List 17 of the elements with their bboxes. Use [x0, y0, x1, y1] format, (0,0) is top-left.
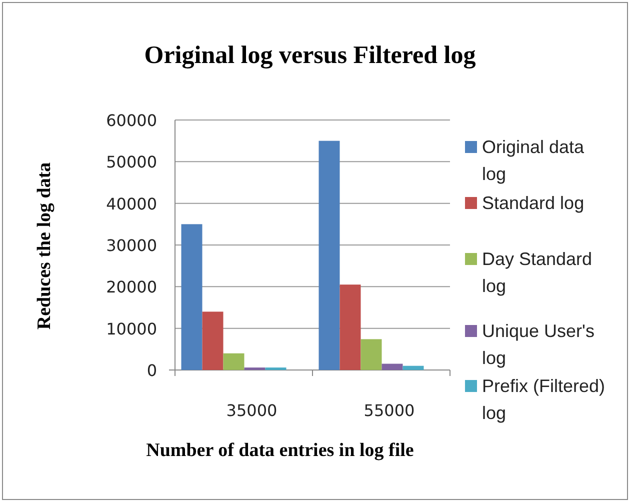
axis-tick-label: 10000	[106, 319, 157, 338]
axis-tick-label: 55000	[364, 401, 415, 420]
axis-tick-label: 50000	[106, 152, 157, 172]
axis-tick-label: 60000	[106, 111, 157, 130]
axis-tick-label: 35000	[226, 401, 278, 420]
legend-label: Day Standard log	[482, 248, 594, 298]
legend-label: Standard log	[482, 192, 586, 215]
legend-label: Original data log	[482, 136, 586, 186]
legend-label: Prefix (Filtered) log	[482, 375, 606, 425]
axis-tick-label: 20000	[106, 278, 157, 297]
axis-tick-label: 0	[146, 361, 157, 380]
chart-title: Original log versus Filtered log	[143, 42, 477, 70]
legend-label: Unique User's log	[482, 320, 596, 370]
axis-tick-label: 30000	[106, 236, 157, 255]
axis-title: Number of data entries in log file	[145, 440, 415, 462]
axis-title: Reduces the log data	[34, 161, 56, 332]
axis-tick-label: 40000	[106, 194, 157, 214]
